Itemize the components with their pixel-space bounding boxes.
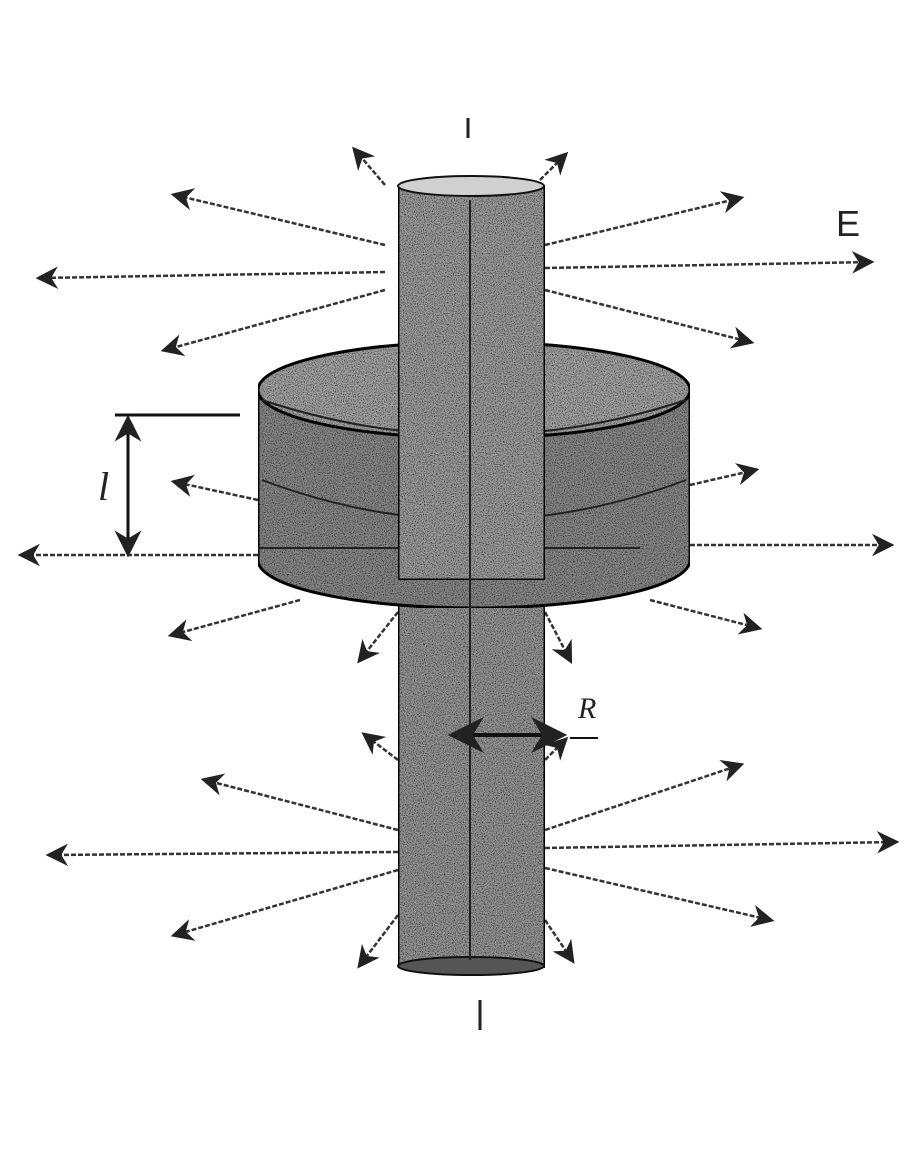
field-line-arrow: [543, 919, 575, 964]
charged-rod: [396, 558, 547, 976]
field-line-arrow: [689, 463, 760, 487]
field-line-arrow: [543, 611, 573, 664]
field-line-arrow: [544, 866, 775, 927]
charged-rod-top: [396, 175, 547, 960]
field-line-arrow: [170, 188, 386, 247]
field-line-arrow: [544, 191, 745, 247]
field-line-arrow: [544, 760, 745, 832]
radius-dimension: [447, 717, 598, 753]
field-label: E: [836, 203, 860, 244]
field-line-arrow: [352, 146, 386, 186]
field-line-arrow: [35, 266, 386, 289]
field-line-arrow: [170, 868, 399, 941]
field-line-arrow: [544, 288, 755, 349]
radius-label: R: [577, 692, 596, 725]
field-line-arrow: [544, 736, 569, 761]
field-line-arrow: [544, 831, 900, 854]
field-line-arrow: [357, 611, 399, 664]
length-label: l: [98, 464, 109, 509]
field-line-arrow: [357, 914, 399, 969]
field-line-arrow: [200, 773, 399, 832]
field-line-arrow: [167, 598, 301, 642]
field-line-arrow: [160, 288, 386, 357]
field-line-arrow: [539, 151, 569, 181]
field-line-arrow: [45, 843, 399, 867]
field-line-arrow: [170, 474, 259, 502]
field-line-arrow: [649, 598, 763, 635]
field-line-arrow: [544, 251, 875, 274]
length-dimension: [114, 413, 240, 558]
field-line-arrow: [361, 732, 399, 761]
